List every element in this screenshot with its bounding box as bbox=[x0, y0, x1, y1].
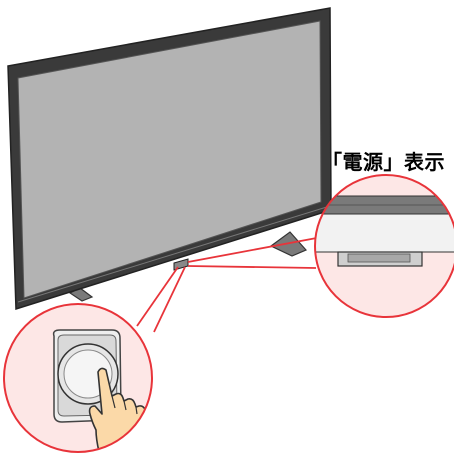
tv-screen bbox=[17, 20, 322, 299]
zoom-circle-indicator bbox=[314, 174, 454, 318]
power-indicator-block bbox=[337, 251, 423, 267]
zoom-circle-button bbox=[3, 303, 153, 453]
power-indicator-label: 「電源」表示 bbox=[322, 150, 445, 174]
tv-body bbox=[7, 7, 332, 311]
callout-lines bbox=[136, 236, 323, 333]
